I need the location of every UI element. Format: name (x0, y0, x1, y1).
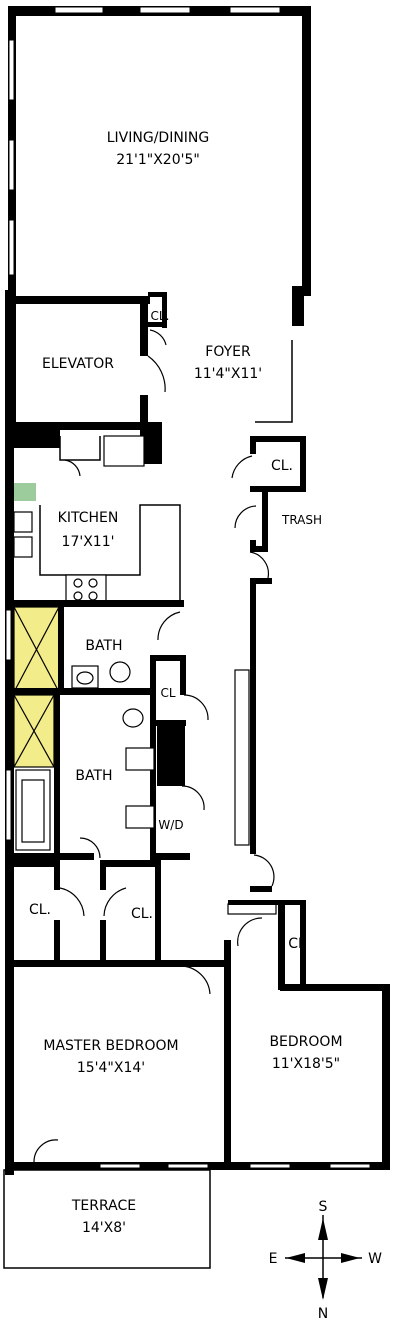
kitchen-walls (13, 435, 184, 607)
terrace-name: TERRACE (71, 1198, 136, 1214)
elevator-closet-label: CL. (151, 309, 170, 323)
kitchen-dims: 17'X11' (62, 534, 115, 550)
foyer-closet-label: CL. (271, 458, 293, 474)
master-bedroom-name: MASTER BEDROOM (43, 1038, 178, 1054)
bedroom-name: BEDROOM (269, 1034, 342, 1050)
master-closet-right-label: CL. (131, 906, 153, 922)
wd-label: W/D (158, 818, 183, 832)
compass-arrow-down-icon (318, 1278, 328, 1300)
master-bedroom-dims: 15'4"X14' (77, 1060, 145, 1076)
compass-east: E (269, 1251, 278, 1267)
foyer-closets (231, 340, 306, 854)
terrace-outline (3, 1169, 211, 1269)
living-dining-name: LIVING/DINING (107, 130, 210, 146)
hall-closet-label: CL (160, 686, 175, 700)
kitchen-name: KITCHEN (58, 510, 119, 526)
compass-west: W (368, 1251, 382, 1267)
master-closets (14, 860, 231, 1170)
compass-south: S (319, 1199, 328, 1215)
foyer-dims: 11'4"X11' (194, 366, 262, 382)
living-dining-dims: 21'1"X20'5" (116, 152, 200, 168)
exterior-walls (5, 6, 390, 1175)
bath-lower-name: BATH (75, 768, 112, 784)
hall-door-arc (253, 854, 275, 887)
compass-arrow-left-icon (286, 1253, 305, 1263)
foyer-name: FOYER (205, 344, 251, 360)
terrace-dims: 14'X8' (82, 1220, 126, 1236)
compass-rose: S N E W (269, 1199, 383, 1322)
trash-label: TRASH (281, 513, 322, 527)
elevator-walls (10, 292, 167, 464)
bedroom-dims: 11'X18'5" (272, 1056, 340, 1072)
compass-arrow-right-icon (341, 1253, 360, 1263)
bedroom-closet (227, 900, 306, 984)
bedroom-closet-label: CL (288, 936, 306, 952)
hall-closet-cl (150, 655, 209, 726)
hall-built-in (234, 669, 250, 846)
master-closet-left-label: CL. (29, 902, 51, 918)
elevator-name: ELEVATOR (42, 356, 114, 372)
bath-upper-name: BATH (85, 638, 122, 654)
compass-arrow-up-icon (318, 1218, 328, 1240)
windows (5, 6, 371, 1169)
lower-bath (13, 694, 205, 860)
compass-north: N (318, 1306, 328, 1322)
